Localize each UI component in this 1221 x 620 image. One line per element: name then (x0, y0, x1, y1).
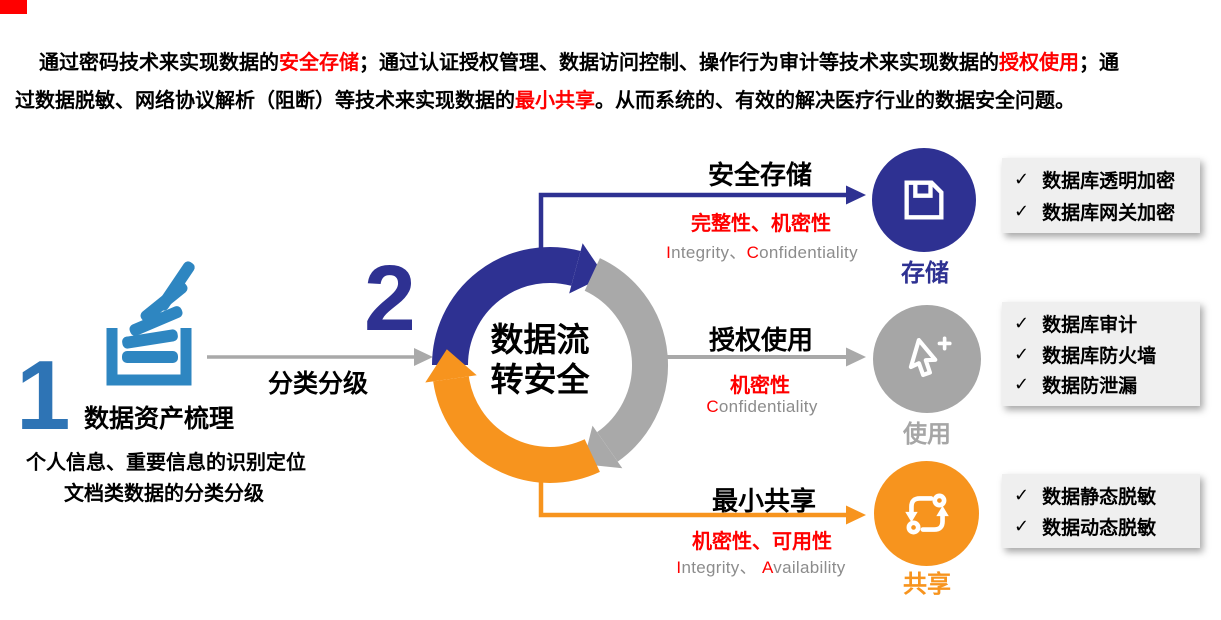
usage-circle-label: 使用 (903, 421, 951, 448)
check-icon: ✓ (1014, 343, 1030, 364)
check-item-label: 数据静态脱敏 (1042, 487, 1157, 508)
step-1-title: 数据资产梳理 (84, 405, 235, 433)
share-circle-label: 共享 (903, 571, 951, 598)
check-icon: ✓ (1014, 374, 1030, 395)
data-flow-cycle-icon (425, 243, 668, 483)
check-item-label: 数据库审计 (1042, 314, 1138, 336)
storage-circle (872, 148, 976, 252)
check-item-label: 数据库透明加密 (1042, 171, 1176, 193)
check-icon: ✓ (1014, 169, 1030, 190)
cycle-center-line-2: 转安全 (490, 361, 590, 398)
usage-attrs-en: Confidentiality (706, 397, 818, 416)
floppy-disk-icon (904, 180, 944, 220)
share-flow-icon (904, 493, 949, 534)
check-icon: ✓ (1014, 485, 1030, 505)
check-item-label: 数据库网关加密 (1042, 202, 1176, 224)
share-feature-box: ✓ 数据静态脱敏 ✓ 数据动态脱敏 (1002, 474, 1200, 548)
check-icon: ✓ (1014, 516, 1030, 536)
usage-circle (873, 305, 981, 413)
classification-arrow-label: 分类分级 (268, 370, 369, 398)
check-item: ✓ 数据动态脱敏 (1014, 513, 1200, 540)
data-stack-icon (106, 261, 195, 386)
share-attrs-en: Integrity、 Availability (676, 558, 846, 577)
usage-branch-title: 授权使用 (708, 325, 814, 355)
intro-line-1: 通过密码技术来实现数据的安全存储；通过认证授权管理、数据访问控制、操作行为审计等… (39, 52, 1119, 74)
storage-arrow-head (846, 185, 866, 205)
check-item: ✓ 数据库防火墙 (1014, 341, 1200, 368)
usage-arrow-head (846, 347, 866, 367)
check-item: ✓ 数据库审计 (1014, 310, 1200, 337)
step-2-number: 2 (364, 246, 416, 350)
check-item-label: 数据防泄漏 (1042, 376, 1138, 398)
storage-circle-label: 存储 (901, 260, 949, 287)
storage-attrs-cn: 完整性、机密性 (691, 213, 831, 235)
usage-attrs-cn: 机密性 (730, 375, 790, 397)
storage-attrs-en: Integrity、Confidentiality (666, 243, 858, 262)
cycle-center-line-1: 数据流 (490, 321, 590, 358)
share-attrs-cn: 机密性、可用性 (692, 531, 832, 553)
check-item: ✓ 数据静态脱敏 (1014, 482, 1200, 509)
check-icon: ✓ (1014, 312, 1030, 333)
share-circle (874, 461, 979, 566)
check-item: ✓ 数据库网关加密 (1014, 198, 1200, 225)
cursor-plus-icon (908, 336, 952, 378)
intro-paragraph: 通过密码技术来实现数据的安全存储；通过认证授权管理、数据访问控制、操作行为审计等… (15, 44, 1210, 120)
check-item: ✓ 数据库透明加密 (1014, 166, 1200, 193)
share-arrow-head (846, 505, 866, 525)
check-item-label: 数据动态脱敏 (1042, 518, 1157, 539)
share-branch-title: 最小共享 (711, 486, 817, 516)
storage-branch-title: 安全存储 (707, 160, 813, 190)
usage-feature-box: ✓ 数据库审计 ✓ 数据库防火墙 ✓ 数据防泄漏 (1002, 302, 1200, 406)
corner-marker (0, 0, 27, 14)
step-1-number: 1 (16, 340, 71, 450)
step-1-desc-1: 个人信息、重要信息的识别定位 (26, 452, 306, 474)
step-1-desc-2: 文档类数据的分类分级 (64, 483, 264, 505)
intro-line-2: 过数据脱敏、网络协议解析（阻断）等技术来实现数据的最小共享。从而系统的、有效的解… (15, 90, 1075, 112)
check-icon: ✓ (1014, 200, 1030, 221)
check-item: ✓ 数据防泄漏 (1014, 371, 1200, 398)
storage-feature-box: ✓ 数据库透明加密 ✓ 数据库网关加密 (1002, 158, 1200, 233)
cycle-center-label: 数据流 转安全 (491, 320, 590, 400)
check-item-label: 数据库防火墙 (1042, 345, 1157, 367)
